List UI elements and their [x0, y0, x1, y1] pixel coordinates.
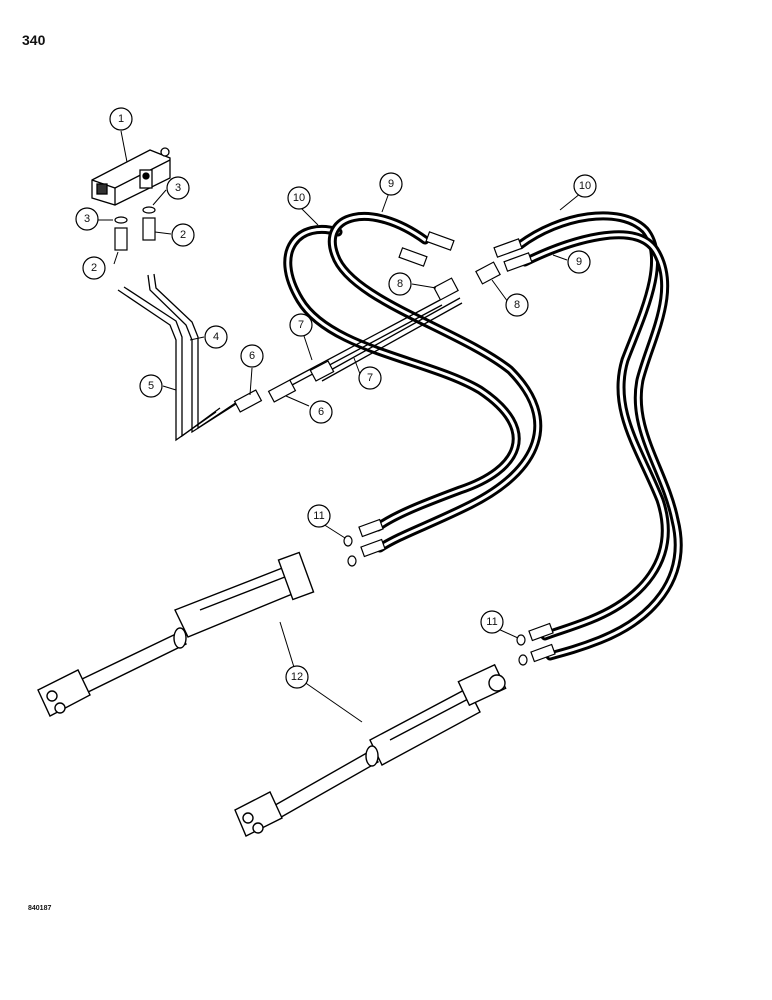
hose-9-right-inner [523, 233, 680, 658]
callout-10b-label: 10 [579, 180, 591, 192]
callout-7b-label: 7 [367, 372, 373, 384]
hose-fitting [493, 238, 523, 258]
callout-11a [307, 504, 331, 528]
o-ring [347, 555, 357, 567]
tee-fitting [475, 261, 501, 285]
callout-1 [109, 107, 133, 131]
hose-fitting [358, 518, 384, 538]
callout-2b-label: 2 [180, 229, 186, 241]
callout-4-label: 4 [213, 331, 219, 343]
callout-9a-label: 9 [388, 178, 394, 190]
unions [233, 261, 501, 413]
hose-9-right [520, 230, 683, 661]
callout-12-label: 12 [291, 671, 303, 683]
hose-10-right-inner [518, 214, 667, 638]
callout-1-label: 1 [118, 113, 124, 125]
tee-fitting [433, 277, 459, 301]
callout-3b [166, 176, 190, 200]
o-ring [516, 634, 526, 646]
o-ring [343, 535, 353, 547]
callout-9b-label: 9 [576, 256, 582, 268]
callout-4 [204, 325, 228, 349]
callout-6b [309, 400, 333, 424]
callout-2b [171, 223, 195, 247]
callout-11b [480, 610, 504, 634]
hoses [283, 211, 683, 661]
callout-8b-label: 8 [514, 299, 520, 311]
callout-6a-label: 6 [249, 350, 255, 362]
callout-labels: 1 2 2 3 3 4 5 6 6 7 7 8 8 9 9 10 10 11 1… [84, 113, 591, 683]
hose-fitting [425, 231, 455, 251]
callout-2a [82, 256, 106, 280]
tube-4-outline [153, 273, 241, 430]
callout-8a-label: 8 [397, 278, 403, 290]
o-ring [518, 654, 528, 666]
callout-3b-label: 3 [175, 182, 181, 194]
callout-10b [573, 174, 597, 198]
o-ring [142, 206, 156, 214]
hose-fitting [530, 643, 556, 663]
callout-6b-label: 6 [318, 406, 324, 418]
callout-7a-label: 7 [298, 319, 304, 331]
hose-fittings [358, 231, 556, 663]
callout-11a-label: 11 [313, 510, 324, 522]
hose-fitting [503, 252, 533, 272]
adapter-fitting [114, 227, 128, 251]
page-number: 340 [22, 32, 46, 48]
callout-circles [75, 107, 597, 689]
callout-6a [240, 344, 264, 368]
callout-5 [139, 374, 163, 398]
tube-7-upper [289, 299, 441, 381]
hose-9-left-inner [330, 215, 540, 550]
union-fitting [233, 389, 263, 413]
tube-7-lower-outline [321, 302, 463, 382]
hose-fitting [360, 538, 386, 558]
callout-3a [75, 207, 99, 231]
callout-11b-label: 11 [486, 616, 497, 628]
hose-fitting [528, 622, 554, 642]
tubes [117, 273, 463, 442]
tube-5 [117, 289, 217, 442]
callout-12 [285, 665, 309, 689]
callout-5-label: 5 [148, 380, 154, 392]
tube-7-lower [319, 297, 461, 377]
tube-5-outline [123, 286, 221, 438]
union-fitting [309, 360, 335, 382]
callout-7b [358, 366, 382, 390]
callout-9a [379, 172, 403, 196]
callout-3a-label: 3 [84, 213, 90, 225]
callout-2a-label: 2 [91, 262, 97, 274]
callout-10a-label: 10 [293, 192, 305, 204]
callout-8b [505, 293, 529, 317]
callout-7a [289, 313, 313, 337]
figure-code: 840187 [28, 905, 52, 912]
hydraulic-cylinder-left [37, 551, 315, 717]
hose-fitting [398, 247, 428, 267]
callout-8a [388, 272, 412, 296]
cylinder-o-rings [343, 535, 528, 666]
control-valve [91, 147, 171, 206]
hydraulic-cylinder-right [234, 663, 507, 837]
union-fitting [267, 379, 297, 403]
tube-4 [147, 274, 237, 434]
o-ring [114, 216, 128, 224]
adapters [114, 206, 156, 251]
callout-10a [287, 186, 311, 210]
callout-9b [567, 250, 591, 274]
adapter-fitting [142, 217, 156, 241]
hose-10-left-inner [286, 227, 518, 529]
